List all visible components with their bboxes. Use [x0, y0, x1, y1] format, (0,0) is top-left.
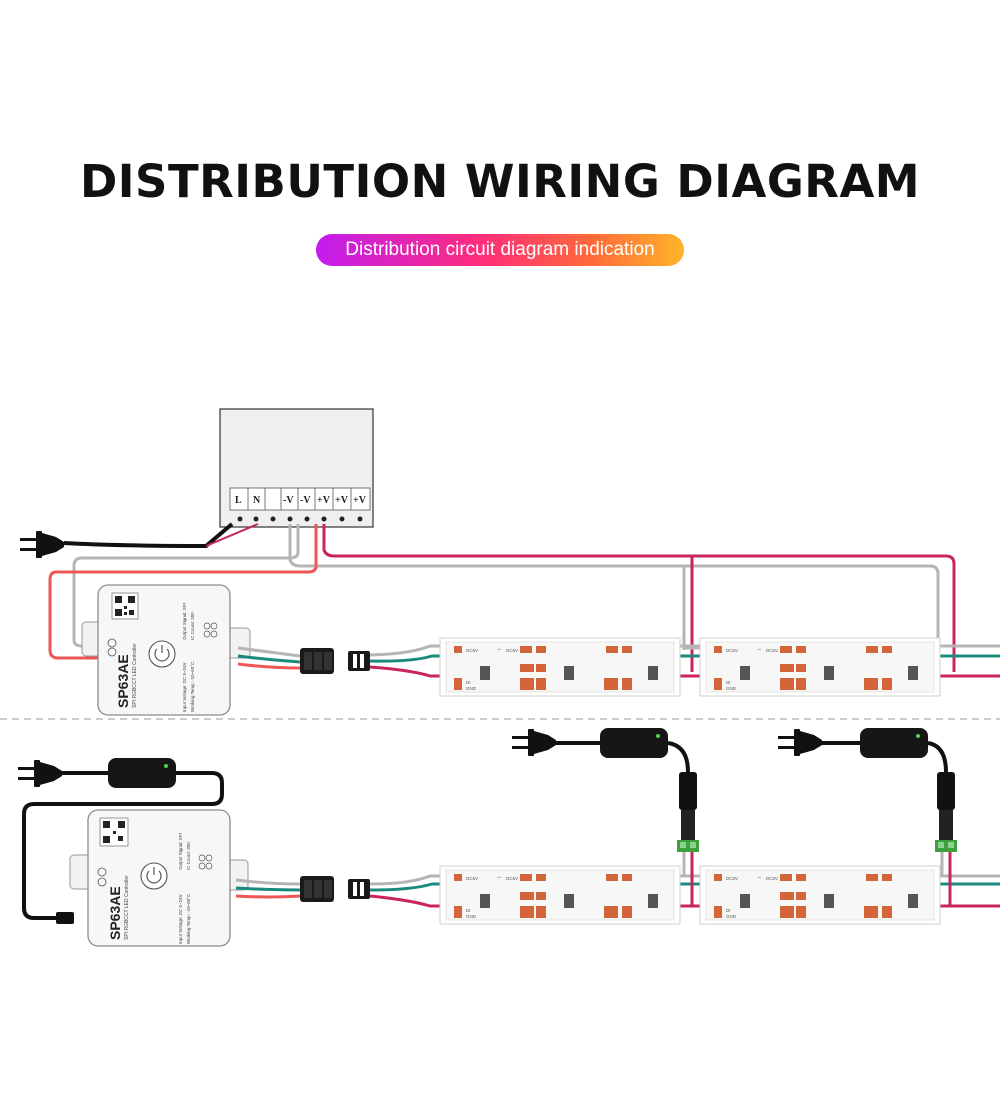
adapter-injection-2 [778, 728, 957, 906]
terminal-neg-1: -V [283, 495, 294, 506]
controller-spec-ic: IC Count: 300 [190, 612, 195, 640]
led-strip-top-2 [699, 637, 941, 697]
led-strip-bottom-2 [699, 865, 941, 925]
power-supply: L N -V -V +V +V +V [219, 408, 374, 528]
controller-spec-output-bottom: Output Signal: SPI [178, 833, 183, 870]
controller-product-line: SPI RGBCCT LED Controller [132, 643, 138, 708]
top-wires [48, 524, 956, 672]
page-title: DISTRIBUTION WIRING DIAGRAM [79, 155, 921, 208]
terminal-n: N [253, 495, 261, 506]
adapter-left [18, 758, 224, 920]
controller-top: SP63AE SPI RGBCCT LED Controller Input V… [81, 584, 251, 716]
terminal-neg-2: -V [300, 495, 311, 506]
strip-input-wires-bottom [369, 874, 1000, 908]
terminal-pos-3: +V [353, 495, 367, 506]
adapter-injection-1 [512, 728, 699, 906]
controller-spec-input-bottom: Input Voltage: DC 5~24V [178, 894, 183, 944]
jst-connector-top [300, 648, 370, 674]
ac-plug-icon [20, 522, 259, 558]
led-strip-bottom-1 [439, 865, 681, 925]
controller-output-top [237, 646, 301, 670]
controller-product-line-bottom: SPI RGBCCT LED Controller [124, 875, 130, 940]
jst-connector-bottom [300, 876, 370, 902]
controller-spec-ic-bottom: IC Count: 300 [186, 842, 191, 870]
controller-model: SP63AE [115, 654, 131, 708]
terminal-l: L [235, 495, 242, 506]
controller-bottom: SP63AE SPI RGBCCT LED Controller Input V… [56, 809, 249, 947]
led-strip-top-1 [439, 637, 681, 697]
strip-input-wires-top [369, 644, 1000, 678]
controller-spec-temp-bottom: Working Temp: -10~60°C [186, 893, 191, 944]
controller-spec-output: Output Signal: SPI [182, 603, 187, 640]
controller-output-bottom [235, 878, 301, 899]
controller-spec-input: Input Voltage: DC 5~24V [182, 662, 187, 712]
subtitle-badge: Distribution circuit diagram indication [316, 234, 684, 266]
terminal-pos-2: +V [335, 495, 349, 506]
terminal-pos-1: +V [317, 495, 331, 506]
controller-spec-temp: Working Temp: -10~60°C [190, 661, 195, 712]
controller-model-bottom: SP63AE [107, 886, 123, 940]
